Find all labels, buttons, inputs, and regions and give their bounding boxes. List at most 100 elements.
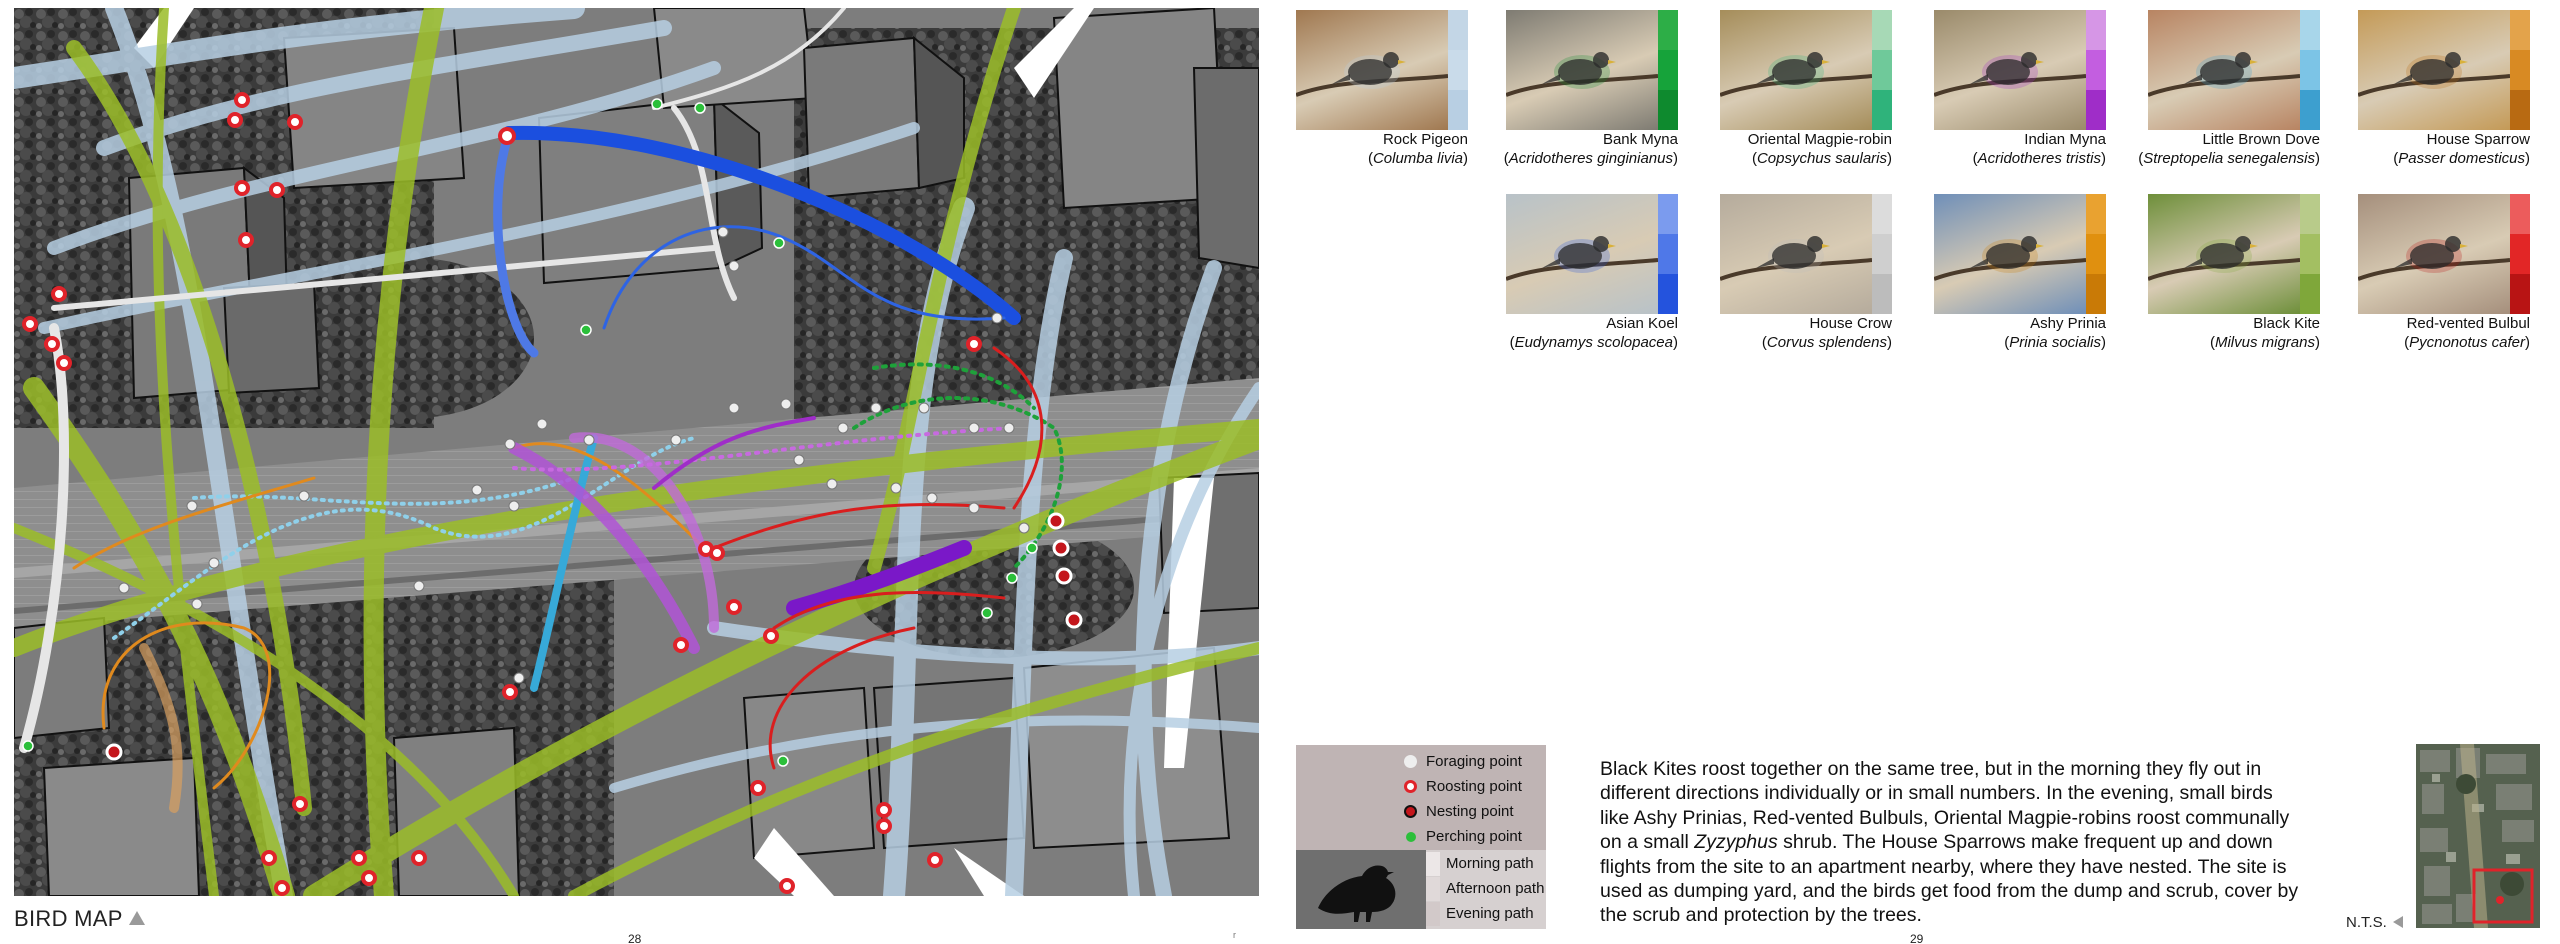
bird-color-swatch (1872, 194, 1892, 314)
bird-silhouette-icon (1318, 865, 1396, 922)
bird-photo (1720, 10, 1872, 130)
legend-foraging-label: Foraging point (1426, 753, 1522, 770)
site-description: Black Kites roost together on the same t… (1600, 757, 2300, 928)
swatch-segment (2300, 194, 2320, 234)
bird-common-name: Bank Myna (1602, 131, 1678, 148)
paren-open: ( (2004, 334, 2010, 351)
paren-open: ( (1367, 150, 1373, 167)
nesting-point-icon (1404, 805, 1417, 818)
swatch-segment (2510, 234, 2530, 274)
bird-scientific-name: (Pycnonotus cafer) (2404, 334, 2530, 351)
paren-close: ) (1887, 334, 1892, 351)
bird-color-swatch (2510, 10, 2530, 130)
flight-path-indian-myna (508, 416, 1016, 654)
paren-open: ( (2404, 334, 2410, 351)
legend-nesting-label: Nesting point (1426, 803, 1514, 820)
paren-close: ) (2101, 150, 2106, 167)
swatch-segment (1658, 234, 1678, 274)
bird-common-name: Ashy Prinia (2030, 315, 2106, 332)
bird-scientific-name: (Acridotheres ginginianus) (1504, 150, 1678, 167)
roosting-points (22, 92, 982, 896)
legend-morning-label: Morning path (1446, 855, 1534, 872)
swatch-segment (1872, 194, 1892, 234)
bird-scientific-name: (Streptopelia senegalensis) (2138, 150, 2320, 167)
map-points (22, 92, 1083, 896)
bird-common-name: Rock Pigeon (1382, 131, 1468, 148)
paren-close: ) (1463, 150, 1468, 167)
bird-scientific-name: (Eudynamys scolopacea) (1510, 334, 1678, 351)
paren-close: ) (1673, 150, 1678, 167)
swatch-segment (1872, 10, 1892, 50)
swatch-segment (2086, 50, 2106, 90)
swatch-segment (2510, 90, 2530, 130)
swatch-segment (1872, 234, 1892, 274)
afternoon-path-swatch (1426, 877, 1440, 901)
swatch-segment (2300, 274, 2320, 314)
map-title: BIRD MAP (14, 906, 145, 932)
legend-paths-panel (1426, 850, 1546, 929)
swatch-segment (1658, 50, 1678, 90)
key-map-aerial (2416, 744, 2540, 928)
swatch-segment (2300, 234, 2320, 274)
bird-photo (2148, 194, 2300, 314)
key-map (2416, 744, 2540, 928)
flight-paths-pale-blue (14, 8, 1259, 896)
bird-scientific-name: (Milvus migrans) (2210, 334, 2320, 351)
swatch-segment (1448, 90, 1468, 130)
swatch-segment (2086, 10, 2106, 50)
bird-color-swatch (2300, 194, 2320, 314)
swatch-segment (2086, 90, 2106, 130)
perching-point-icon (1406, 832, 1416, 842)
swatch-segment (1448, 50, 1468, 90)
swatch-segment (1658, 90, 1678, 130)
scientific-name-text: Streptopelia senegalensis (2143, 150, 2315, 167)
bird-photo (1506, 194, 1658, 314)
swatch-segment (2510, 274, 2530, 314)
bird-common-name: House Sparrow (2426, 131, 2530, 148)
legend-afternoon-label: Afternoon path (1446, 880, 1545, 897)
bird-photo (1720, 194, 1872, 314)
bird-common-name: Asian Koel (1606, 315, 1678, 332)
page-number-left: 28 (628, 932, 642, 944)
paren-open: ( (1503, 150, 1509, 167)
swatch-segment (2300, 90, 2320, 130)
scientific-name-text: Acridotheres ginginianus (1508, 150, 1673, 167)
bird-color-swatch (1658, 10, 1678, 130)
swatch-segment (1872, 50, 1892, 90)
bird-scientific-name: (Acridotheres tristis) (1973, 150, 2106, 167)
perching-points (22, 98, 1038, 767)
scientific-name-text: Eudynamys scolopacea (1514, 334, 1673, 351)
bird-photo (2148, 10, 2300, 130)
legend-bird-panel (1296, 850, 1426, 929)
bird-common-name: House Crow (1809, 315, 1892, 332)
flight-paths-house-crow (19, 8, 846, 753)
legend-perching-label: Perching point (1426, 828, 1522, 845)
swatch-segment (2510, 10, 2530, 50)
bird-color-swatch (2510, 194, 2530, 314)
bird-scientific-name: (Prinia socialis) (2004, 334, 2106, 351)
bird-scientific-name: (Copsychus saularis) (1752, 150, 1892, 167)
paren-open: ( (2138, 150, 2144, 167)
morning-path-swatch (1426, 852, 1440, 876)
scale-note: N.T.S. (2346, 914, 2403, 931)
flight-path-house-sparrow (72, 442, 706, 813)
map-legend: Foraging point Roosting point Nesting po… (1296, 745, 1546, 929)
bird-scientific-name: (Columba livia) (1368, 150, 1468, 167)
bird-common-name: Little Brown Dove (2202, 131, 2320, 148)
scientific-name-text: Pycnonotus cafer (2409, 334, 2525, 351)
swatch-segment (2086, 234, 2106, 274)
bird-common-name: Red-vented Bulbul (2406, 315, 2530, 332)
bird-scientific-name: (Corvus splendens) (1762, 334, 1892, 351)
swatch-segment (2510, 50, 2530, 90)
bird-common-name: Indian Myna (2024, 131, 2106, 148)
paren-close: ) (1887, 150, 1892, 167)
north-indicator-icon (2392, 916, 2403, 928)
legend-roosting-label: Roosting point (1426, 778, 1522, 795)
paren-open: ( (1761, 334, 1767, 351)
swatch-segment (1872, 90, 1892, 130)
swatch-segment (1658, 194, 1678, 234)
scale-label: N.T.S. (2346, 914, 2387, 931)
paren-open: ( (1509, 334, 1515, 351)
bird-map-drawing (14, 8, 1259, 896)
swatch-segment (2086, 274, 2106, 314)
